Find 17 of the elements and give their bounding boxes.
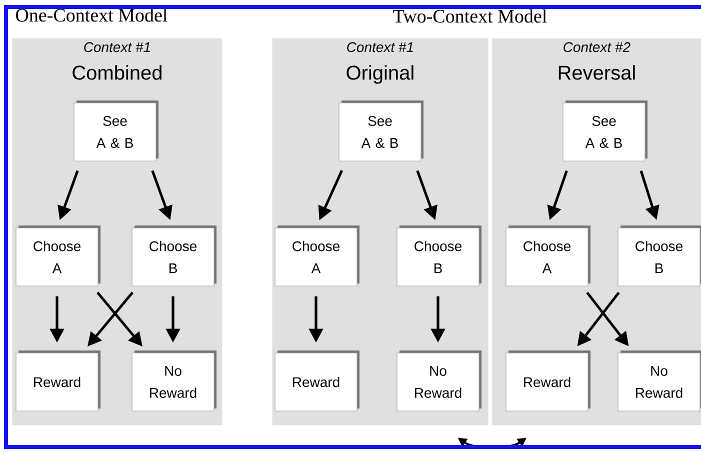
step-box: Choose B xyxy=(396,226,482,286)
step-box: Reward xyxy=(274,350,360,412)
step-box: No Reward xyxy=(132,350,216,412)
step-box: No Reward xyxy=(618,350,701,412)
step-box: See A & B xyxy=(74,100,158,162)
step-box: Choose B xyxy=(132,226,216,286)
step-box: Reward xyxy=(16,350,100,412)
step-box: Choose A xyxy=(274,226,360,286)
step-box: See A & B xyxy=(338,100,424,162)
step-box: No Reward xyxy=(396,350,482,412)
step-box: Choose A xyxy=(506,226,590,286)
step-box: See A & B xyxy=(562,100,648,162)
step-box: Choose A xyxy=(16,226,100,286)
model-title: Two-Context Model xyxy=(393,9,547,23)
step-box: Choose B xyxy=(618,226,701,286)
step-box: Reward xyxy=(506,350,590,412)
model-title: One-Context Model xyxy=(16,8,168,22)
